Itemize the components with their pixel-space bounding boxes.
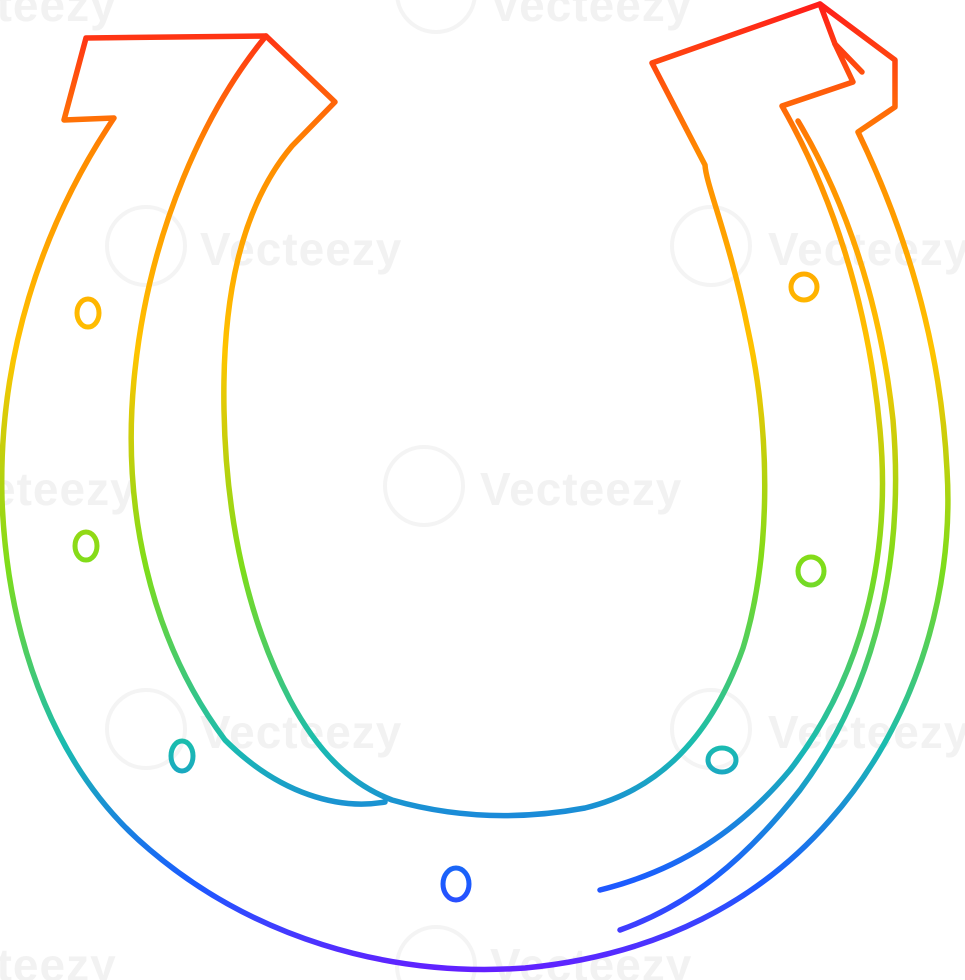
- nail-hole-icon: [788, 271, 820, 303]
- left-arm-inner-edge: [128, 33, 388, 807]
- horseshoe-outline: [0, 1, 951, 973]
- nail-hole-icon: [440, 865, 472, 903]
- right-arm-bevel-edge: [617, 118, 899, 933]
- nail-holes: [72, 271, 827, 903]
- nail-hole-icon: [168, 738, 196, 774]
- right-arm-inner-edge: [597, 41, 886, 893]
- nail-hole-icon: [705, 745, 739, 775]
- nail-hole-icon: [72, 529, 100, 563]
- nail-hole-icon: [795, 554, 827, 588]
- nail-hole-icon: [74, 296, 102, 330]
- right-arm-cap-detail: [817, 1, 865, 75]
